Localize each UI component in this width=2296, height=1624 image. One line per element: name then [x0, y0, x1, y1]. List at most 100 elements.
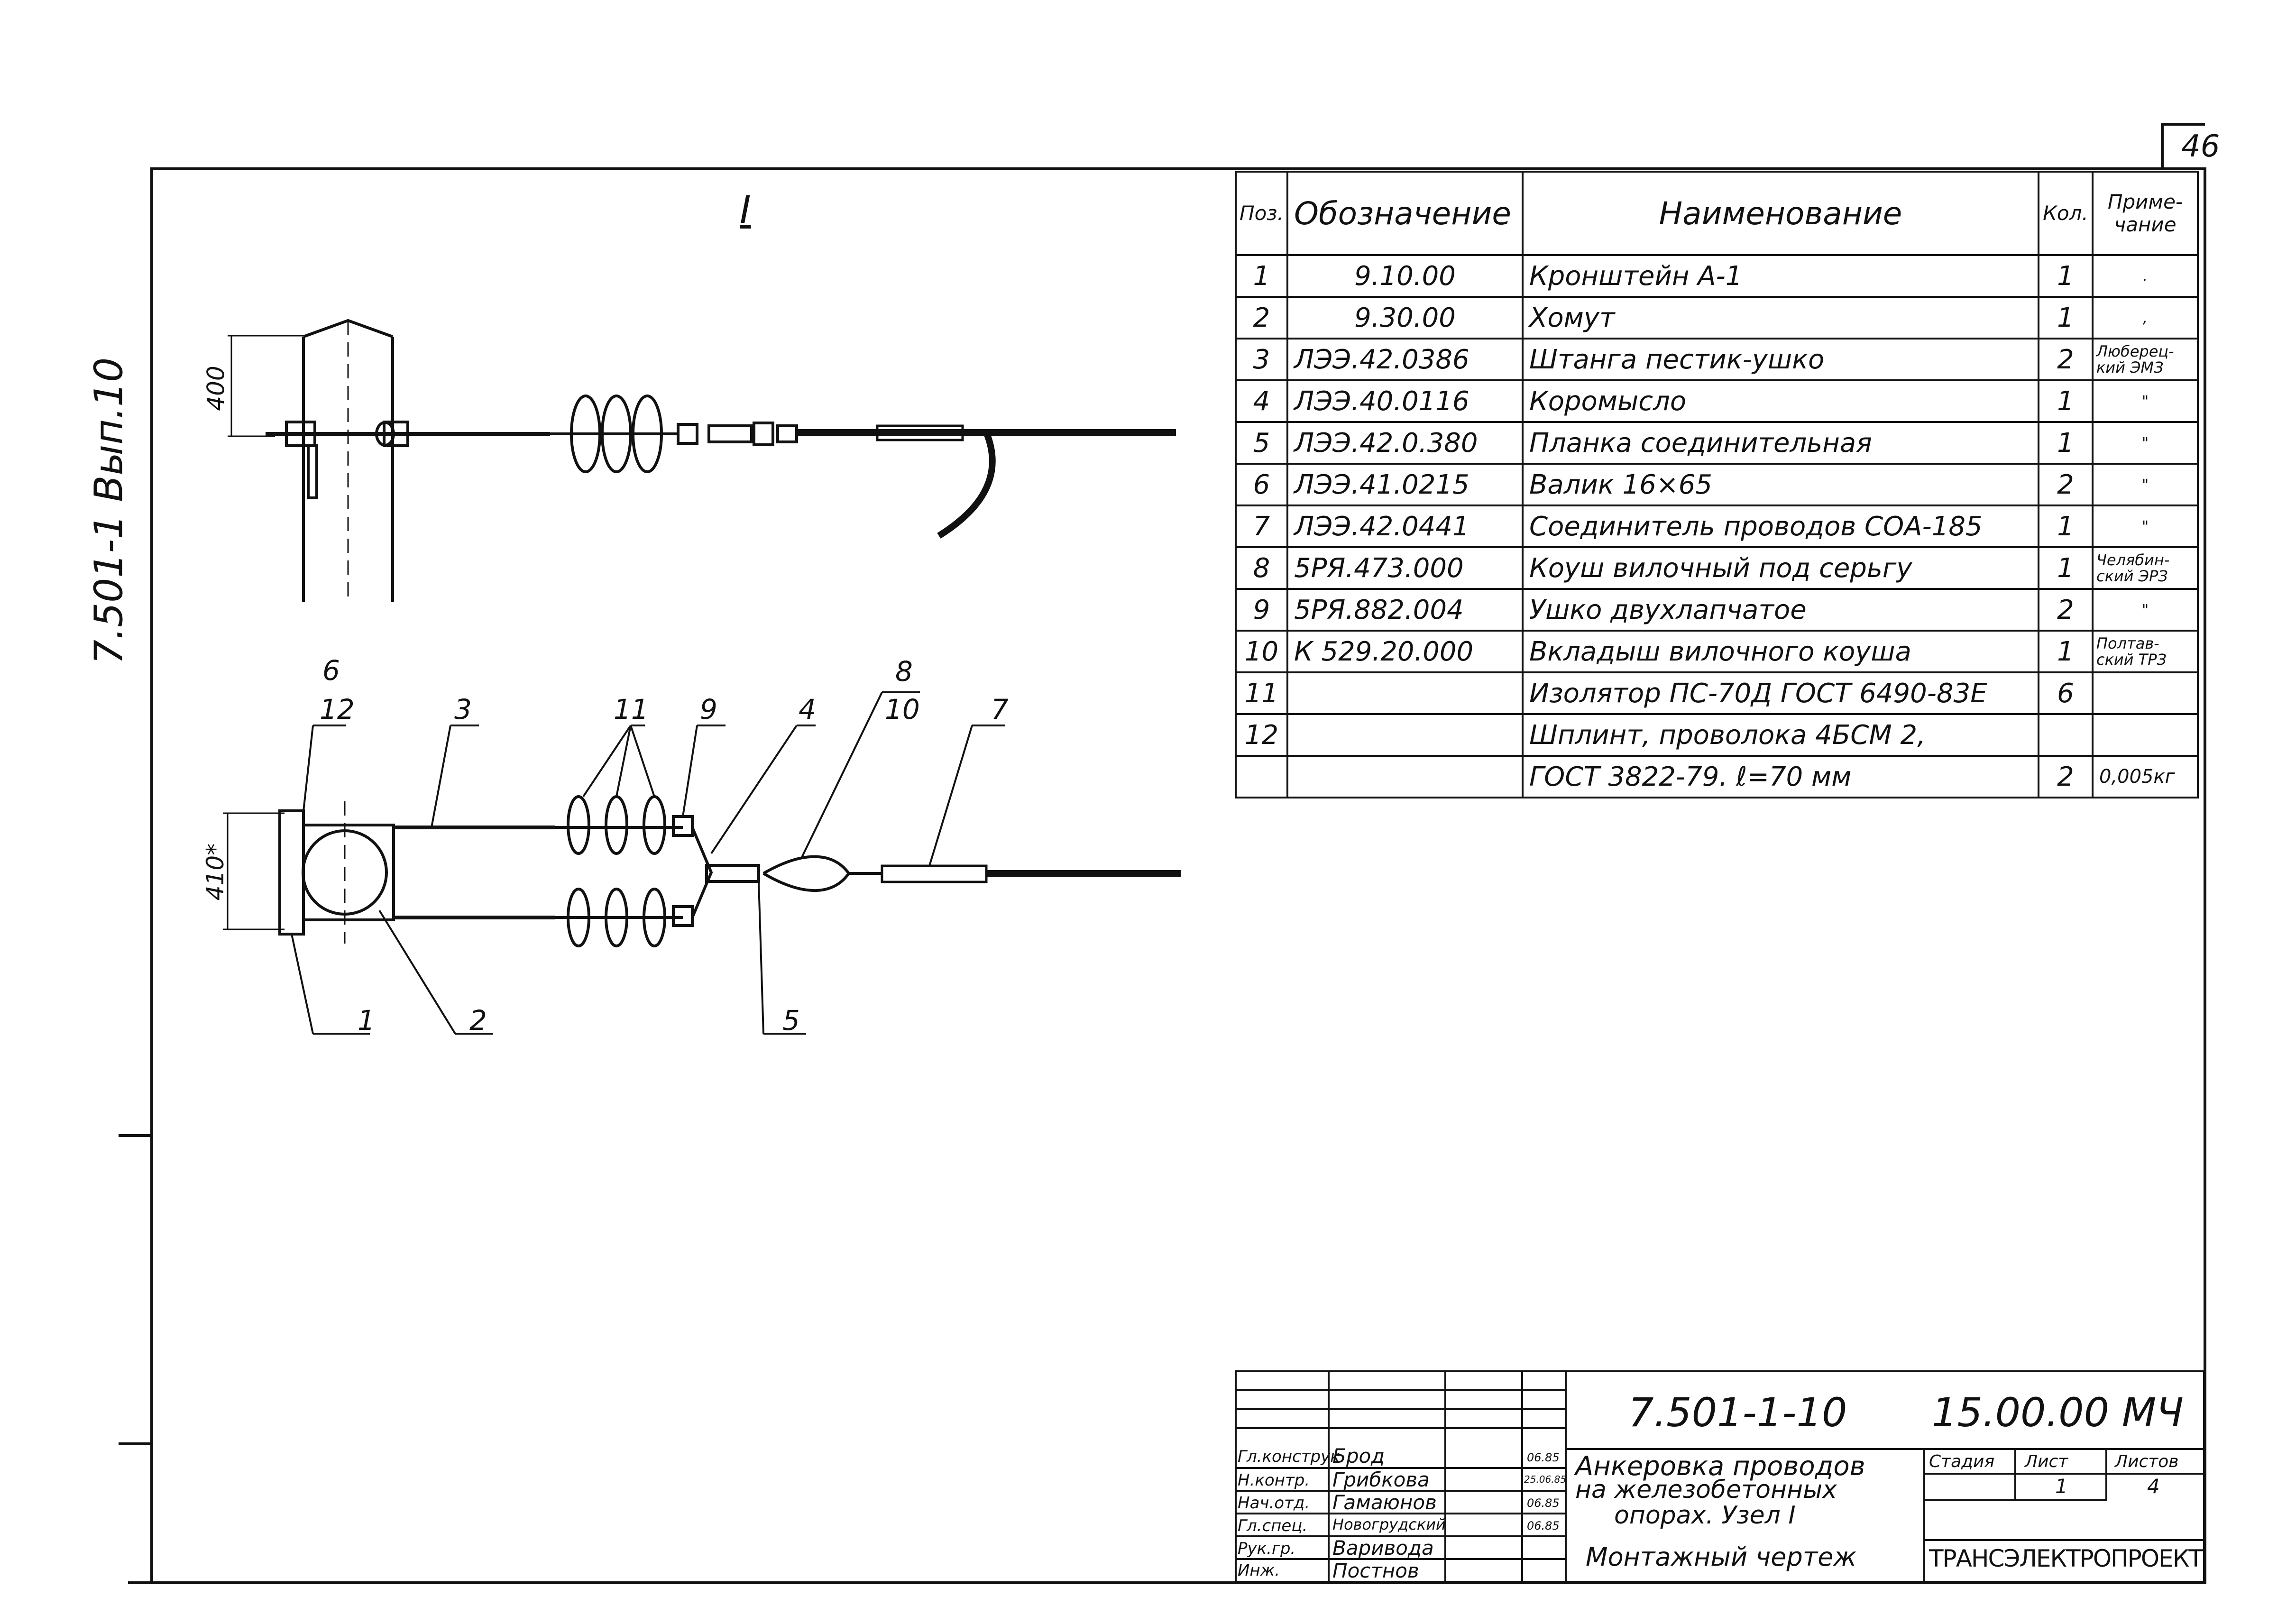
row-name: Шплинт, проволока 4БСМ 2, [1521, 713, 2039, 757]
row-qty: 2 [2037, 338, 2094, 381]
row-pos: 5 [1235, 421, 1288, 465]
row-note: " [2091, 379, 2199, 423]
callout-6: 6 [322, 654, 340, 687]
row-name: Вкладыш вилочного коуша [1521, 630, 2039, 673]
row-qty [2037, 713, 2094, 757]
row-qty: 1 [2037, 421, 2094, 465]
title-line-1: Анкеровка проводов [1575, 1451, 1865, 1482]
row-designation: ЛЭЭ.41.0215 [1286, 463, 1524, 506]
row-name: Соединитель проводов СОА-185 [1521, 505, 2039, 548]
row-name: Планка соединительная [1521, 421, 2039, 465]
row-pos: 12 [1235, 713, 1288, 757]
header-qty: Кол. [2037, 171, 2094, 256]
title-block: Гл.конструк. Брод 06.85 Н.контр. Грибков… [1235, 1370, 2205, 1583]
row-note: " [2091, 463, 2199, 506]
callout-7: 7 [991, 693, 1009, 725]
callout-11: 11 [614, 693, 649, 725]
row-pos: 4 [1235, 379, 1288, 423]
row-qty: 1 [2037, 379, 2094, 423]
row-pos: 11 [1235, 671, 1288, 715]
row-pos: 2 [1235, 296, 1288, 339]
name-3: Гамаюнов [1332, 1491, 1437, 1514]
callout-5: 5 [782, 1004, 800, 1037]
row-name: Штанга пестик-ушко [1521, 338, 2039, 381]
row-pos: 10 [1235, 630, 1288, 673]
view-mark: I [740, 188, 751, 232]
role-6: Инж. [1238, 1561, 1280, 1580]
row-name: Ушко двухлапчатое [1521, 588, 2039, 632]
row-pos: 1 [1235, 254, 1288, 298]
row-pos: 7 [1235, 505, 1288, 548]
table-row: 12 Шплинт, проволока 4БСМ 2, [1235, 713, 2199, 757]
row-note [2091, 671, 2199, 715]
date-3: 06.85 [1527, 1496, 1560, 1510]
row-qty: 1 [2037, 630, 2094, 673]
row-qty: 2 [2037, 755, 2094, 798]
row-designation: К 529.20.000 [1286, 630, 1524, 673]
callout-9: 9 [700, 693, 717, 725]
row-designation: 9.10.00 [1286, 254, 1524, 298]
row-qty: 1 [2037, 505, 2094, 548]
row-note: Полтав-ский ТРЗ [2091, 630, 2199, 673]
role-1: Гл.конструк. [1238, 1447, 1345, 1466]
callout-8: 8 [895, 655, 913, 688]
callout-3: 3 [454, 693, 472, 725]
row-qty: 2 [2037, 463, 2094, 506]
callout-12: 12 [320, 693, 355, 725]
dimension-400: 400 [202, 366, 230, 411]
row-designation: ЛЭЭ.42.0386 [1286, 338, 1524, 381]
role-3: Нач.отд. [1238, 1494, 1310, 1513]
row-qty: 1 [2037, 296, 2094, 339]
name-5: Варивода [1332, 1536, 1434, 1560]
organization: ТРАНСЭЛЕКТРОПРОЕКТ [1929, 1545, 2203, 1572]
row-pos: 3 [1235, 338, 1288, 381]
row-pos: 9 [1235, 588, 1288, 632]
row-name: ГОСТ 3822-79. ℓ=70 мм [1521, 755, 2039, 798]
row-designation [1286, 755, 1524, 798]
sheets-value: 4 [2147, 1475, 2160, 1498]
callout-10: 10 [885, 693, 920, 725]
row-designation: 5РЯ.473.000 [1286, 546, 1524, 590]
callout-2: 2 [469, 1004, 487, 1037]
side-stamp: 7.501-1 Вып.10 [86, 357, 132, 665]
doc-code: 15.00.00 МЧ [1932, 1389, 2184, 1436]
row-note: 0,005кг [2091, 755, 2199, 798]
row-name: Коуш вилочный под серьгу [1521, 546, 2039, 590]
date-4: 06.85 [1527, 1519, 1560, 1532]
row-qty: 1 [2037, 546, 2094, 590]
page-number: 46 [2181, 129, 2220, 164]
row-note: " [2091, 588, 2199, 632]
header-name: Наименование [1521, 171, 2039, 256]
row-note [2091, 713, 2199, 757]
sheet-value: 1 [2055, 1475, 2068, 1498]
row-designation: ЛЭЭ.42.0.380 [1286, 421, 1524, 465]
name-6: Постнов [1332, 1559, 1419, 1582]
row-name: Изолятор ПС-70Д ГОСТ 6490-83Е [1521, 671, 2039, 715]
row-name: Коромысло [1521, 379, 2039, 423]
callout-1: 1 [358, 1004, 375, 1037]
top-view [228, 319, 1176, 602]
header-note: Приме-чание [2091, 171, 2199, 256]
page-number-box [2161, 123, 2205, 169]
row-designation: ЛЭЭ.42.0441 [1286, 505, 1524, 548]
stage-header: Стадия [1929, 1452, 1995, 1471]
name-1: Брод [1332, 1444, 1385, 1468]
row-note: " [2091, 505, 2199, 548]
callout-4: 4 [799, 693, 816, 725]
row-name: Хомут [1521, 296, 2039, 339]
title-line-2: на железобетонных [1575, 1476, 1837, 1504]
row-designation [1286, 713, 1524, 757]
date-2: 25.06.85 [1524, 1474, 1567, 1485]
sheets-header: Листов [2115, 1452, 2179, 1471]
